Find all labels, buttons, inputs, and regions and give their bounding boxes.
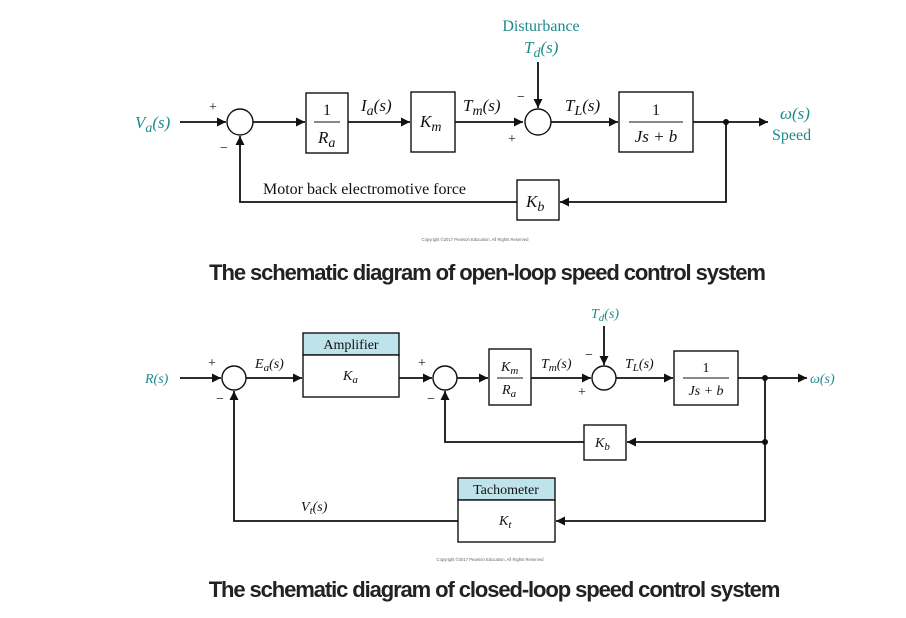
cl-motor-numerator: Km xyxy=(500,360,518,377)
cl-sum1-minus: − xyxy=(216,392,224,407)
cl-amplifier-title: Amplifier xyxy=(323,338,379,353)
cl-sum3-plus: + xyxy=(578,385,586,400)
cl-summing-junction-1 xyxy=(221,365,247,391)
cl-block-kb xyxy=(583,424,627,461)
ol-signal-ia: Ia(s) xyxy=(360,96,392,119)
cl-outer-feedback-left xyxy=(229,391,458,522)
cl-motor-denominator: Ra xyxy=(501,383,517,400)
ol-output-label: ω(s) xyxy=(780,104,810,123)
closed-loop-diagram: R(s) + − Ea(s) Amplifier Ka + − Km Ra Tm… xyxy=(144,307,835,602)
cl-input-label: R(s) xyxy=(144,372,169,387)
cl-sum1-plus: + xyxy=(208,356,216,371)
ol-signal-tm: Tm(s) xyxy=(463,96,501,119)
cl-sum2-minus: − xyxy=(427,392,435,407)
cl-inner-feedback-left xyxy=(440,391,584,443)
cl-signal-vt: Vt(s) xyxy=(301,500,328,517)
cl-summing-junction-2 xyxy=(432,365,458,391)
cl-plant-denominator: Js + b xyxy=(688,384,723,399)
ol-input-label: Va(s) xyxy=(135,113,171,136)
cl-signal-tl: TL(s) xyxy=(625,357,654,374)
ol-output-name: Speed xyxy=(772,127,811,144)
ol-sum1-minus: − xyxy=(220,141,228,156)
cl-sum3-minus: − xyxy=(585,348,593,363)
ol-sum1-plus: + xyxy=(209,100,217,115)
ol-ra-numerator: 1 xyxy=(323,102,331,119)
ol-block-kb xyxy=(516,179,560,221)
cl-sum2-plus: + xyxy=(418,356,426,371)
cl-outer-feedback-right xyxy=(556,442,766,526)
cl-caption: The schematic diagram of closed-loop spe… xyxy=(209,577,780,602)
ol-feedback-path-left xyxy=(235,136,517,203)
ol-kb-label: Kb xyxy=(525,192,544,215)
ol-sum2-minus: − xyxy=(517,90,525,105)
cl-tachometer-body xyxy=(457,499,556,543)
ol-block-inverse-ra xyxy=(305,92,349,154)
ol-ra-denominator: Ra xyxy=(317,128,335,151)
ol-km-label: Km xyxy=(419,112,441,135)
ol-plant-numerator: 1 xyxy=(652,102,660,119)
ol-sum2-plus: + xyxy=(508,132,516,147)
cl-disturbance-label: Td(s) xyxy=(591,307,619,324)
cl-amplifier-body xyxy=(302,354,400,398)
ol-signal-tl: TL(s) xyxy=(565,96,601,119)
cl-plant-numerator: 1 xyxy=(703,361,710,376)
cl-block-motor xyxy=(488,348,532,406)
cl-kb-label: Kb xyxy=(594,436,610,453)
cl-amplifier-gain: Ka xyxy=(342,369,358,386)
cl-tachometer-title: Tachometer xyxy=(473,483,539,498)
cl-tachometer-gain: Kt xyxy=(498,514,512,531)
cl-summing-junction-3 xyxy=(591,365,617,391)
ol-summing-junction-2 xyxy=(524,108,552,136)
ol-feedback-path-right xyxy=(560,122,727,207)
ol-block-km xyxy=(410,91,456,153)
ol-plant-denominator: Js + b xyxy=(635,127,678,146)
open-loop-diagram: Va(s) Disturbance Td(s) + − 1 Ra Ia(s) K… xyxy=(135,18,811,285)
ol-feedback-label: Motor back electromotive force xyxy=(263,181,466,198)
cl-signal-tm: Tm(s) xyxy=(541,357,572,374)
cl-signal-ea: Ea(s) xyxy=(254,357,284,374)
ol-disturbance-title: Disturbance xyxy=(502,18,579,35)
cl-output-label: ω(s) xyxy=(810,372,835,387)
ol-copyright: Copyright ©2017 Pearson Education, All R… xyxy=(422,237,530,242)
ol-summing-junction-1 xyxy=(226,108,254,136)
ol-caption: The schematic diagram of open-loop speed… xyxy=(209,260,765,285)
cl-copyright: Copyright ©2017 Pearson Education, All R… xyxy=(437,557,545,562)
ol-disturbance-label: Td(s) xyxy=(524,38,559,61)
